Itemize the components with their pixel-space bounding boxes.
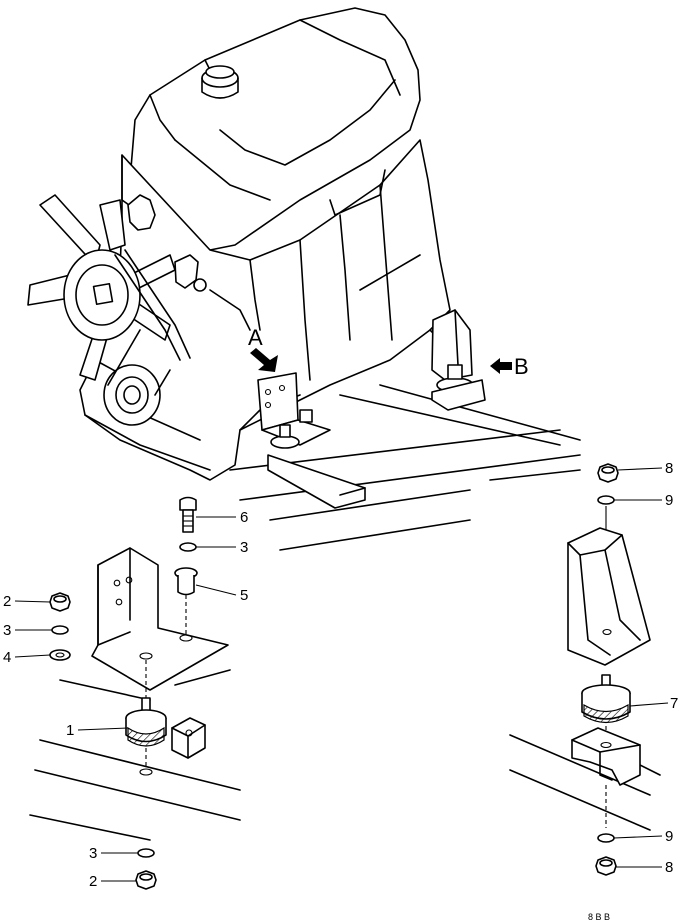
frame-rails [229,384,581,551]
fan-belt-pulleys [103,249,191,426]
detail-view-b [509,463,661,876]
hex-nut-part [135,870,157,890]
bolt-part [179,496,197,533]
view-label-b: B [514,354,529,379]
callout-3: 3 [3,622,11,639]
callout-8: 8 [665,859,673,876]
collar-part [174,567,198,596]
callout-6: 6 [240,509,248,526]
lock-washer-part [137,848,155,858]
arrow-icon [250,348,278,372]
lock-washer-part [179,542,197,552]
view-indicator-b: B [490,354,529,379]
rubber-mount-part [125,697,167,768]
stopper-block [171,717,206,759]
view-indicator-a: A [248,325,278,372]
detail-view-a [29,496,241,890]
engine-mount-left [257,372,366,509]
engine-mount-right [431,309,486,411]
callout-3: 3 [89,845,97,862]
callout-9: 9 [665,828,673,845]
lock-washer-part [597,495,615,505]
callout-9: 9 [665,492,673,509]
frame-bracket [571,727,641,828]
bolt-hole [139,768,153,776]
hex-nut-part [49,592,71,612]
mount-bracket [91,547,229,705]
callout-1: 1 [66,722,74,739]
view-label-a: A [248,325,263,350]
arrow-icon [490,358,512,374]
engine-assembly: A B [27,7,581,551]
lock-washer-part [51,625,69,635]
callout-4: 4 [3,649,11,666]
flat-washer-part [49,649,71,661]
hex-nut-part [595,856,617,876]
callout-2: 2 [89,873,97,890]
engine-block [79,7,451,481]
callout-labels: 6 3 5 2 3 4 1 3 2 8 9 7 9 [3,460,678,890]
callout-2: 2 [3,593,11,610]
lock-washer-part [597,833,615,843]
rubber-mount-part [581,674,631,745]
callout-8: 8 [665,460,673,477]
callout-7: 7 [670,695,678,712]
footer-mark: 8 B B [588,912,610,922]
callout-3: 3 [240,539,248,556]
callout-5: 5 [240,587,248,604]
cooling-fan [27,194,176,381]
mount-bracket [567,527,651,666]
hex-nut-part [597,463,619,483]
